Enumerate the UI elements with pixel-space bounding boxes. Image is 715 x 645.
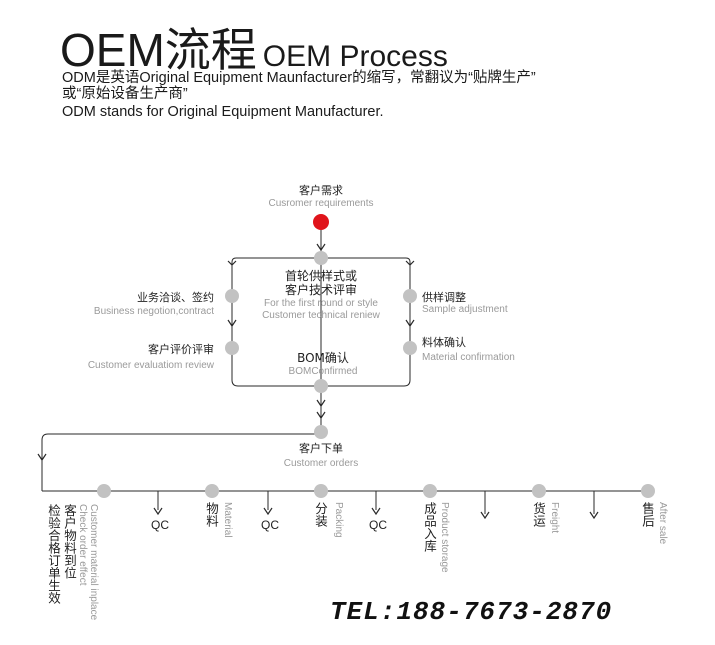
after-sale-label-cn: 售后 [640,502,655,527]
intro-line-1: ODM是英语Original Equipment Maunfacturer的缩写… [62,70,536,86]
node-bom [314,379,328,393]
material-inplace-label-cn: 客户物料到位 [62,504,77,579]
sample-adjustment-label-en: Sample adjustment [422,304,508,315]
telephone-number: TEL:188-7673-2870 [330,597,613,627]
check-order-label-en: Check order effect [77,504,88,586]
left-branch-line [41,433,321,455]
review-loop [231,257,411,387]
negotiation-label-en: Business negotion,contract [94,306,214,317]
node-customer-orders [314,425,328,439]
node-material [205,484,219,498]
material-inplace-label-en: Customer material inplace [88,504,99,621]
first-round-label-cn-1: 首轮供样式或 [285,268,357,283]
product-storage-label-cn: 成品入库 [422,502,437,552]
packing-label-cn: 分装 [313,502,328,527]
customer-orders-label-cn: 客户下单 [299,441,343,455]
title-main: OEM流程 [60,24,257,76]
qc-label-2: QC [261,518,279,532]
material-label-en: Material [222,502,233,538]
node-material-inplace [97,484,111,498]
node-evaluation [225,341,239,355]
first-round-label-en-1: For the first round or style [264,298,378,309]
bom-label-cn: BOM确认 [297,351,349,365]
start-label-cn: 客户需求 [299,183,343,197]
intro-line-2: 或“原始设备生产商” [62,86,188,102]
node-after-sale [641,484,655,498]
node-sample-adjustment [403,289,417,303]
packing-label-en: Packing [333,502,344,538]
node-packing [314,484,328,498]
title-sub: OEM Process [262,40,448,73]
intro-line-3: ODM stands for Original Equipment Manufa… [62,104,384,120]
start-node [313,214,329,230]
node-negotiation [225,289,239,303]
node-freight [532,484,546,498]
sample-adjustment-label-cn: 供样调整 [422,290,466,304]
customer-orders-label-en: Customer orders [284,458,358,469]
node-first-round [314,251,328,265]
product-storage-label-en: Product storage [439,502,450,573]
negotiation-label-cn: 业务洽谈、签约 [137,290,214,304]
freight-label-en: Freight [549,502,560,534]
qc-label-1: QC [151,518,169,532]
material-confirmation-label-en: Material confirmation [422,352,515,363]
bom-label-en: BOMConfirmed [289,366,358,377]
first-round-label-en-2: Customer technical reniew [262,310,381,321]
material-label-cn: 物料 [204,502,219,527]
evaluation-label-en: Customer evaluatiom review [88,360,215,371]
check-order-label-cn: 检验合格订单生效 [46,504,61,604]
node-material-confirmation [403,341,417,355]
after-sale-label-en: After sale [657,502,668,545]
node-product-storage [423,484,437,498]
material-confirmation-label-cn: 料体确认 [422,335,466,349]
qc-label-3: QC [369,518,387,532]
evaluation-label-cn: 客户评价评审 [148,342,214,356]
arrowheads [37,243,599,520]
freight-label-cn: 货运 [531,502,546,527]
first-round-label-cn-2: 客户技术评审 [285,282,357,297]
start-label-en: Cusromer requirements [268,198,373,209]
